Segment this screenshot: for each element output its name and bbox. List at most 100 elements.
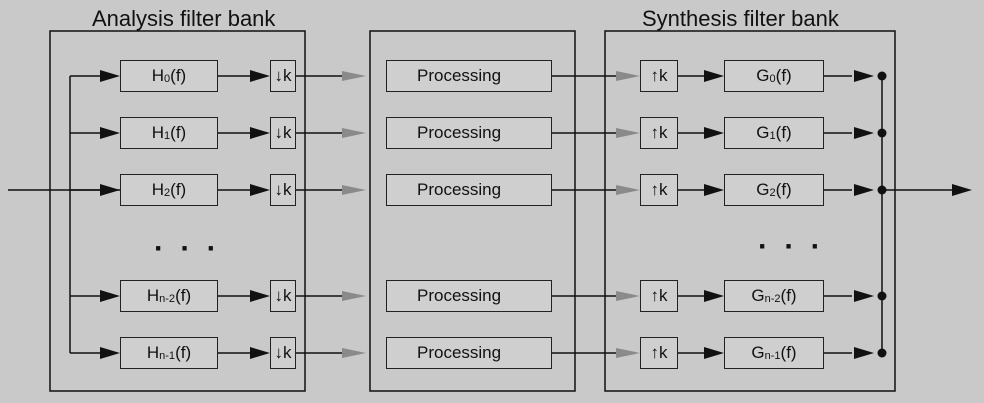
downsampler-2: ↓k [270,174,296,206]
processing-block-1: Processing [386,117,552,149]
upsampler-3: ↑k [640,280,678,312]
sum-input-arrow-1 [854,127,874,139]
analysis-input-arrow-0 [100,70,120,82]
sum-input-arrow-3 [854,290,874,302]
downsampler-0: ↓k [270,60,296,92]
processing-block-3: Processing [386,280,552,312]
proc-input-arrow-0 [342,71,366,81]
proc-input-arrow-1 [342,128,366,138]
analysis-filter-2-base: H [151,180,165,199]
sum-input-arrow-0 [854,70,874,82]
analysis-input-arrow-2 [100,184,120,196]
processing-block-2: Processing [386,174,552,206]
sum-input-arrow-2 [854,184,874,196]
analysis-filter-2-suffix: (f) [170,180,187,199]
processing-block-0: Processing [386,60,552,92]
synthesis-filter-2-base: G [756,180,770,199]
up-input-arrow-0 [616,71,640,81]
synthesis-filter-3-base: G [751,286,765,305]
synthesis-filter-4-base: G [751,343,765,362]
sum-junction-dot-2 [877,185,887,195]
synthesis-filter-4-suffix: (f) [780,343,797,362]
synthesis-filter-4-subscript: n-1 [764,350,781,362]
analysis-filter-3-suffix: (f) [175,286,192,305]
synthesis-filter-2-suffix: (f) [775,180,792,199]
analysis-bank-title: Analysis filter bank [92,6,276,31]
synthesis-filter-1-suffix: (f) [775,123,792,142]
analysis-input-arrow-4 [100,347,120,359]
synthesis-bank-title: Synthesis filter bank [642,6,839,31]
sum-junction-dot-0 [877,71,887,81]
synthesis-input-arrow-2 [704,184,724,196]
down-input-arrow-2 [250,184,270,196]
downsampler-4: ↓k [270,337,296,369]
synthesis-filter-1-subscript: 1 [769,130,776,142]
processing-block-4: Processing [386,337,552,369]
upsampler-0: ↑k [640,60,678,92]
processing-frame [369,30,576,392]
proc-input-arrow-2 [342,185,366,195]
analysis-filter-3-subscript: n-2 [159,293,176,305]
proc-input-arrow-3 [342,291,366,301]
analysis-filter-4-suffix: (f) [175,343,192,362]
upsampler-2: ↑k [640,174,678,206]
up-input-arrow-2 [616,185,640,195]
analysis-bank-frame [49,30,306,392]
down-input-arrow-3 [250,290,270,302]
up-input-arrow-3 [616,291,640,301]
analysis-filter-1-subscript: 1 [164,130,171,142]
sum-input-arrow-4 [854,347,874,359]
synthesis-filter-3-suffix: (f) [780,286,797,305]
analysis-input-arrow-3 [100,290,120,302]
proc-input-arrow-4 [342,348,366,358]
up-input-arrow-4 [616,348,640,358]
analysis-filter-4-base: H [146,343,160,362]
downsampler-3: ↓k [270,280,296,312]
up-input-arrow-1 [616,128,640,138]
down-input-arrow-4 [250,347,270,359]
synthesis-bank-frame [604,30,896,392]
sum-junction-dot-1 [877,128,887,138]
output-arrow [952,184,972,196]
analysis-filter-2-subscript: 2 [164,187,171,199]
analysis-filter-4-subscript: n-1 [159,350,176,362]
synthesis-ellipsis: · · · [758,230,825,263]
upsampler-4: ↑k [640,337,678,369]
synthesis-input-arrow-4 [704,347,724,359]
synthesis-input-arrow-3 [704,290,724,302]
synthesis-input-arrow-0 [704,70,724,82]
down-input-arrow-0 [250,70,270,82]
analysis-filter-1-suffix: (f) [170,123,187,142]
synthesis-input-arrow-1 [704,127,724,139]
analysis-input-arrow-1 [100,127,120,139]
sum-junction-dot-3 [877,291,887,301]
upsampler-1: ↑k [640,117,678,149]
synthesis-filter-2-subscript: 2 [769,187,776,199]
synthesis-filter-0-base: G [756,66,770,85]
sum-junction-dot-4 [877,348,887,358]
synthesis-filter-0-suffix: (f) [775,66,792,85]
analysis-filter-3-base: H [146,286,160,305]
analysis-filter-1-base: H [151,123,165,142]
synthesis-filter-1-base: G [756,123,770,142]
downsampler-1: ↓k [270,117,296,149]
analysis-filter-0-subscript: 0 [164,73,171,85]
synthesis-filter-3-subscript: n-2 [764,293,781,305]
synthesis-filter-0-subscript: 0 [769,73,776,85]
analysis-filter-0-suffix: (f) [170,66,187,85]
analysis-ellipsis: · · · [154,232,221,265]
down-input-arrow-1 [250,127,270,139]
analysis-filter-0-base: H [151,66,165,85]
